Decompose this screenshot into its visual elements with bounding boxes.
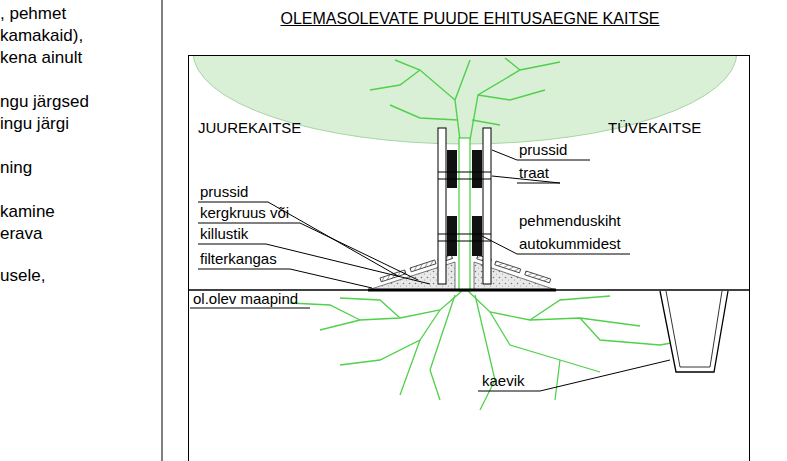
text-fragment: erava — [0, 224, 43, 244]
text-fragment: , pehmet — [0, 4, 66, 24]
part-label: kergkruus või — [200, 204, 289, 221]
text-fragment: ngu järgsed — [0, 92, 89, 112]
part-label: kaevik — [482, 372, 525, 389]
part-label: filterkangas — [200, 250, 277, 267]
text-fragment: kamine — [0, 202, 55, 222]
part-label: pehmenduskiht — [519, 212, 621, 229]
part-label: prussid — [200, 183, 248, 200]
part-label: killustik — [200, 225, 248, 242]
diagram-title: OLEMASOLEVATE PUUDE EHITUSAEGNE KAITSE — [280, 10, 659, 28]
text-fragment: kena ainult — [0, 48, 82, 68]
text-fragment: ning — [0, 158, 32, 178]
text-fragment: kamakaid), — [0, 26, 83, 46]
part-label: traat — [519, 164, 549, 181]
section-label: JUUREKAITSE — [198, 119, 301, 136]
part-label: autokummidest — [519, 235, 621, 252]
text-fragment: usele, — [0, 266, 45, 286]
text-fragment: ingu järgi — [0, 114, 69, 134]
section-label: TÜVEKAITSE — [608, 119, 701, 136]
ground-label: ol.olev maapind — [193, 290, 298, 307]
part-label: prussid — [519, 141, 567, 158]
